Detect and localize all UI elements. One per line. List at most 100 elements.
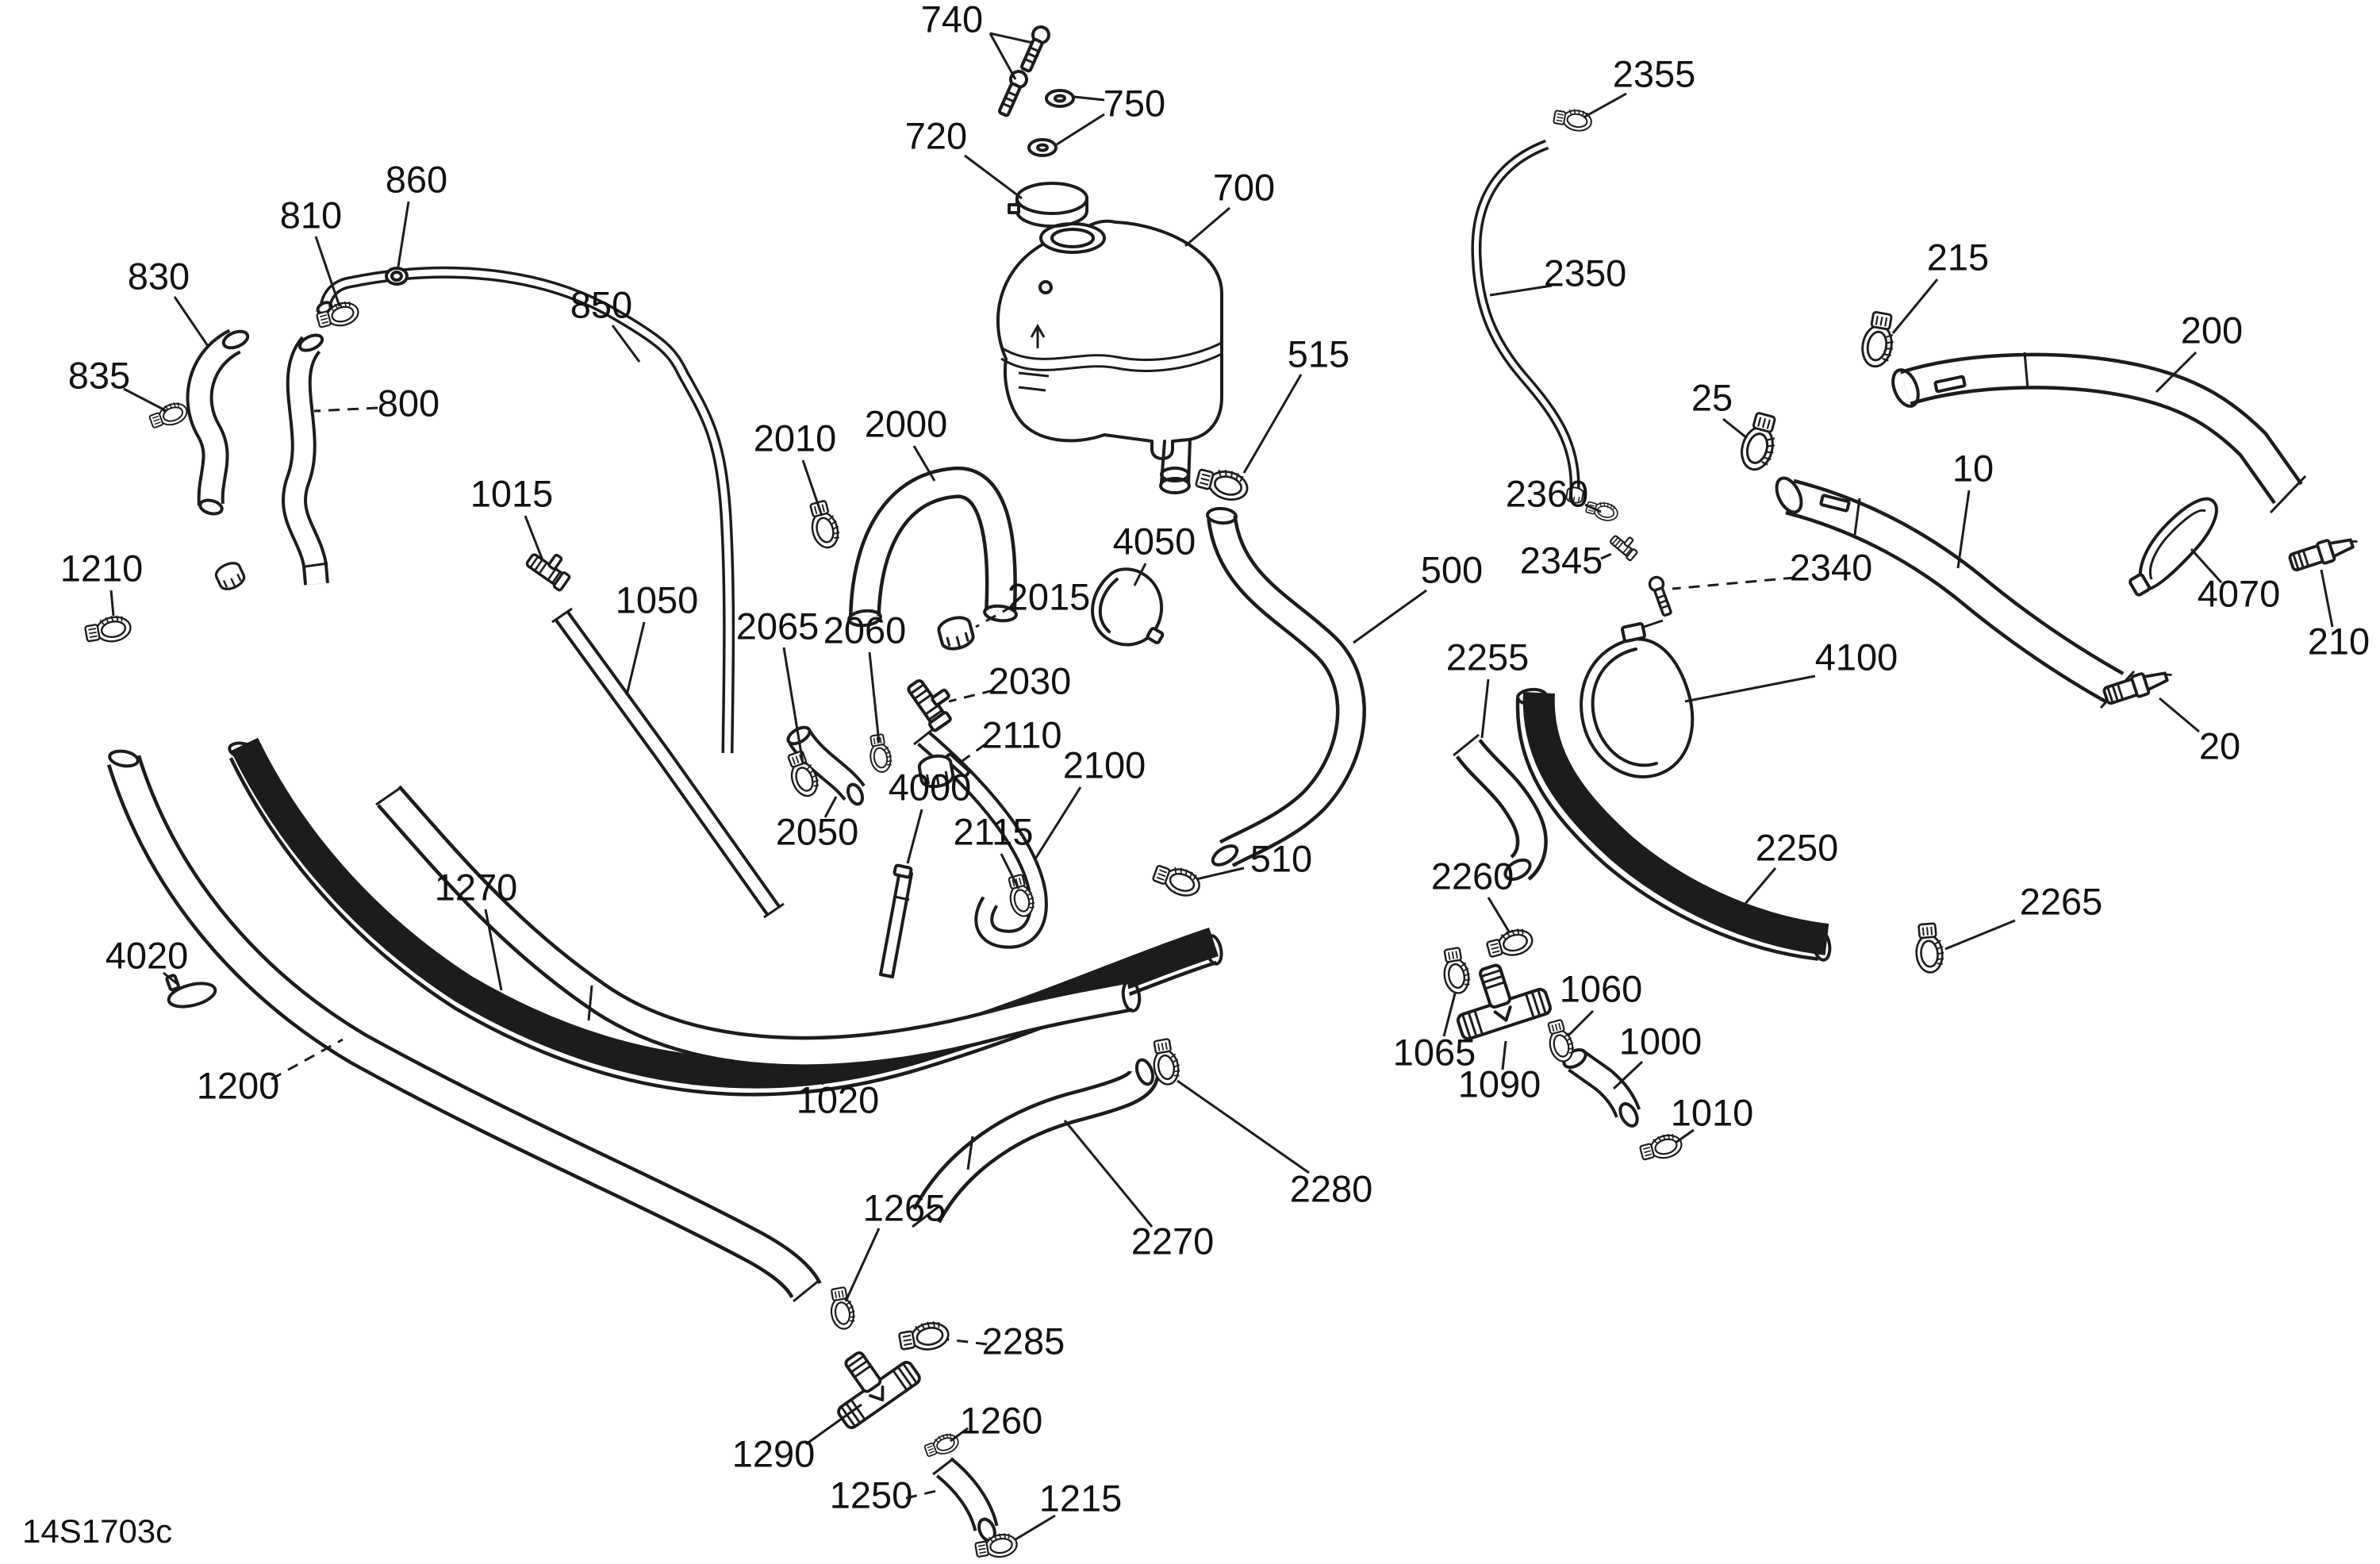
leader-line-2100 [1033,786,1082,861]
part-label-2345: 2345 [1520,539,1603,581]
bolt-2340 [1646,574,1676,618]
part-label-1050: 1050 [616,578,699,621]
leader-line-215 [1891,279,1939,334]
part-label-2255: 2255 [1446,636,1530,678]
leader-line-1060 [1566,1009,1595,1038]
leader-line-800 [313,406,378,413]
part-label-2360: 2360 [1506,472,1589,514]
probe-4000 [879,863,913,978]
part-label-4020: 4020 [106,934,189,976]
hose-1200-opening [108,749,140,768]
part-label-1010: 1010 [1671,1091,1754,1133]
clamp-1260 [922,1429,962,1461]
part-label-1250: 1250 [830,1474,913,1516]
part-label-1065: 1065 [1393,1031,1476,1073]
clamp-2010 [804,498,844,551]
reservoir-cap-720 [1008,182,1088,228]
clamp-1060 [1543,1017,1579,1065]
leader-line-10 [1956,490,1971,569]
clamp-1265 [826,1285,858,1332]
part-label-2270: 2270 [1131,1220,1215,1262]
part-label-860: 860 [386,158,447,200]
part-label-500: 500 [1421,548,1483,590]
part-label-2110: 2110 [981,713,1061,755]
part-label-4000: 4000 [889,766,972,808]
diagram-code: 14S1703c [22,1512,172,1550]
cap-2015 [935,613,977,654]
reservoir-tank [996,219,1223,460]
part-label-2115: 2115 [953,810,1033,852]
fitting-2345 [1607,528,1643,562]
part-label-2100: 2100 [1063,744,1146,786]
part-label-830: 830 [128,255,190,297]
part-label-740: 740 [921,0,983,40]
clamp-215 [1858,309,1900,371]
leader-line-2270 [1063,1120,1154,1228]
leader-line-25 [1722,417,1748,440]
part-label-10: 10 [1952,447,1994,489]
small-parts-layer [83,105,2363,1562]
part-label-1060: 1060 [1560,967,1643,1009]
part-label-750: 750 [1104,82,1165,124]
leader-line-2030 [948,689,994,703]
washer-750-b [1027,138,1058,157]
part-label-2265: 2265 [2020,880,2103,922]
leader-line-2000 [912,445,936,482]
leader-line-2345 [1600,549,1619,560]
leader-line-515 [1242,374,1303,474]
leader-line-4100 [1684,674,1816,703]
part-label-4100: 4100 [1815,636,1898,678]
leader-line-1210 [109,590,115,617]
part-label-200: 200 [2181,309,2243,351]
part-label-1215: 1215 [1039,1477,1123,1519]
part-label-1015: 1015 [470,472,554,514]
part-label-720: 720 [905,114,967,156]
leader-line-740 [988,33,1017,80]
part-label-1270: 1270 [435,866,518,908]
leader-line-2110 [956,743,986,767]
leader-line-1010 [1675,1128,1695,1144]
part-label-2010: 2010 [754,417,837,459]
sensor-210 [2286,529,2363,575]
washer-750-a [1045,89,1075,108]
part-label-2280: 2280 [1290,1167,1373,1209]
part-label-1290: 1290 [732,1432,816,1474]
part-label-4050: 4050 [1113,520,1196,562]
leader-line-4000 [906,809,923,864]
leader-line-1215 [1015,1514,1056,1541]
fitting-815 [212,558,248,594]
clamp-2360 [1583,497,1621,524]
leader-line-1050 [625,621,646,696]
leader-line-2050 [823,796,838,818]
leader-line-2260 [1487,897,1511,932]
grommet-860 [385,267,409,286]
leader-line-2060 [868,651,881,744]
part-label-850: 850 [570,283,632,325]
part-label-1200: 1200 [197,1064,280,1106]
leader-line-1020 [799,1070,824,1086]
leader-line-835 [123,387,167,413]
leader-line-750 [1073,95,1105,102]
clip-4020 [165,974,217,1009]
leader-line-2355 [1583,92,1627,119]
clamp-510 [1150,859,1205,901]
leader-line-2250 [1729,867,1777,921]
part-label-1000: 1000 [1619,1020,1702,1062]
reservoir-assembly [994,22,1223,494]
leader-line-1200 [271,1038,344,1081]
part-label-2260: 2260 [1431,855,1514,897]
leader-line-2115 [1000,853,1020,890]
hose-2350 [1471,139,1580,491]
part-label-2000: 2000 [865,402,948,444]
leader-line-850 [611,325,641,363]
leader-line-1250 [905,1489,940,1500]
part-label-800: 800 [378,382,440,424]
strap-4070 [2129,497,2218,597]
clamp-1210 [83,612,134,648]
part-label-25: 25 [1691,376,1733,418]
part-label-2340: 2340 [1790,546,1873,588]
leader-line-4050 [1133,563,1147,586]
leader-line-2350 [1489,284,1553,297]
